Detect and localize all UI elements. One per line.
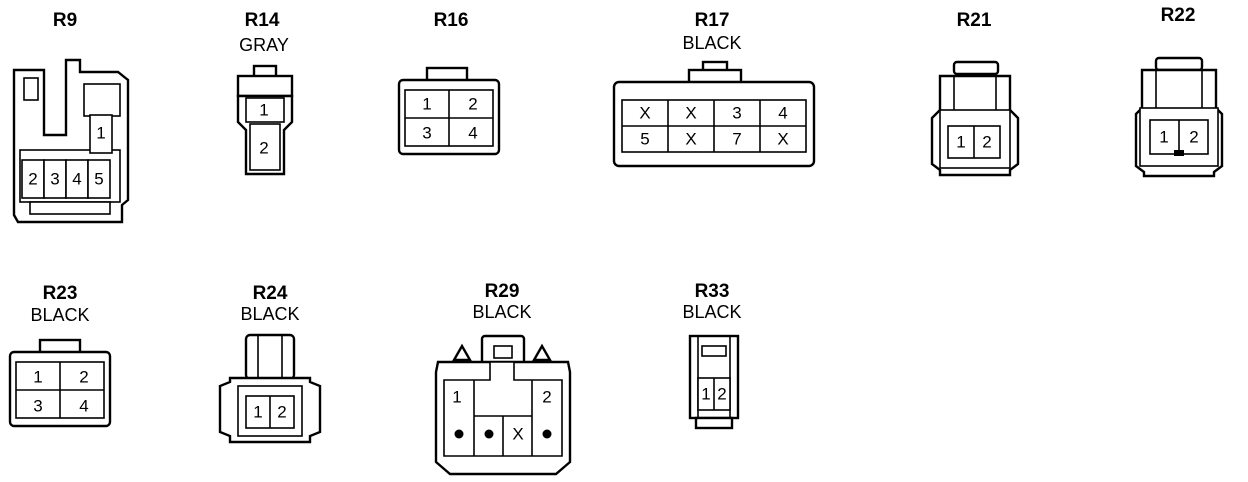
pin-label: 1: [33, 368, 42, 387]
connector-id-label: R17: [694, 10, 730, 31]
pin-label: 1: [956, 133, 965, 152]
connector-id-label: R22: [1160, 5, 1196, 26]
connector-color-label: BLACK: [30, 305, 90, 325]
pin-label: 3: [422, 124, 431, 143]
connector-color-label: GRAY: [239, 35, 289, 55]
pin-label: X: [512, 425, 523, 444]
pin-label: 2: [259, 139, 268, 158]
pin-label: 3: [732, 104, 741, 123]
pin-label: 5: [640, 130, 649, 149]
pin-label: 2: [1189, 128, 1198, 147]
connector-color-label: BLACK: [682, 302, 742, 322]
pin-label: 4: [468, 124, 477, 143]
pin-label: 1: [96, 124, 105, 143]
connector-color-label: BLACK: [240, 304, 300, 324]
connector-id-label: R16: [433, 10, 469, 31]
pin-label: 2: [277, 403, 286, 422]
pin-label: X: [639, 104, 650, 123]
pin-label: X: [685, 130, 696, 149]
pin-label: 4: [72, 170, 81, 189]
connector-id-label: R24: [252, 283, 288, 304]
pin-label: 7: [732, 130, 741, 149]
pin-label: 2: [28, 170, 37, 189]
pin-label: 2: [982, 133, 991, 152]
pin-label: 2: [79, 368, 88, 387]
pin-label: 4: [778, 104, 787, 123]
pin-label: 1: [259, 101, 268, 120]
pin-label: X: [685, 104, 696, 123]
connector-color-label: BLACK: [472, 302, 532, 322]
pin-label: 1: [253, 403, 262, 422]
connector-id-label: R33: [694, 281, 730, 302]
connector-id-label: R21: [956, 10, 992, 31]
pin-label: 2: [717, 385, 726, 404]
pin-label: 3: [50, 170, 59, 189]
pin-label: 4: [79, 397, 88, 416]
connector-id-label: R29: [484, 281, 520, 302]
pin-label: 1: [1159, 128, 1168, 147]
pin-label: 2: [468, 95, 477, 114]
pin-label: 1: [701, 385, 710, 404]
pin-label: 1: [422, 95, 431, 114]
connector-id-label: R14: [244, 10, 280, 31]
pin-label: 5: [94, 170, 103, 189]
connector-id-label: R9: [52, 10, 78, 31]
pin-label: 2: [542, 388, 551, 407]
pin-label: X: [777, 130, 788, 149]
pin-label: 1: [452, 388, 461, 407]
connector-color-label: BLACK: [682, 33, 742, 53]
pin-label: 3: [33, 397, 42, 416]
connector-id-label: R23: [42, 283, 78, 304]
